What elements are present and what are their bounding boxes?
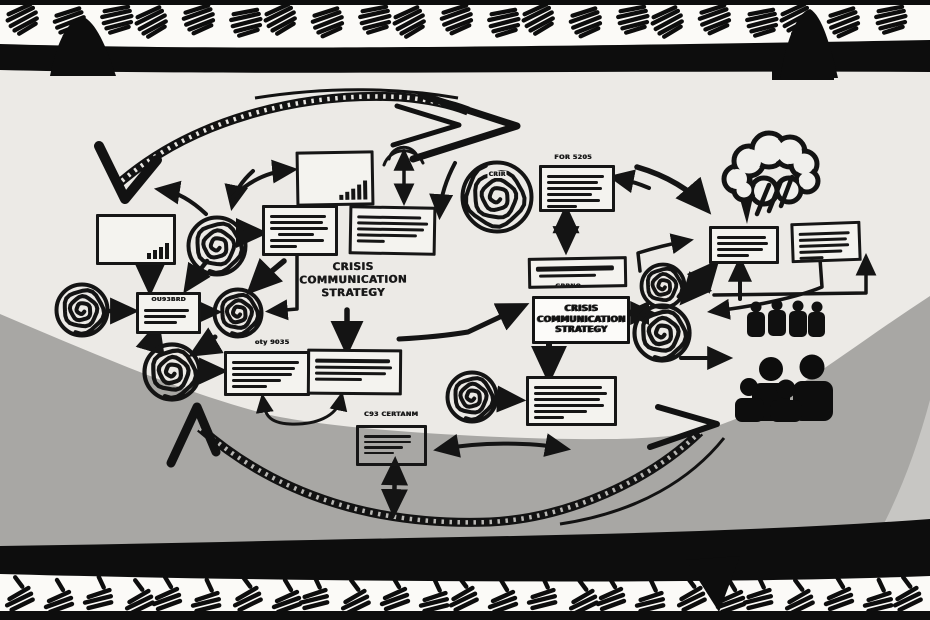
- scribble-text: [144, 306, 193, 327]
- spiral-icon: [186, 215, 248, 277]
- notes-box-2: [348, 205, 437, 256]
- signal-arcs-icon: [382, 145, 425, 167]
- report-box: [539, 165, 615, 212]
- notes-box-5: [790, 220, 862, 264]
- border-notch: [686, 556, 740, 612]
- spiral-icon: [142, 342, 202, 402]
- border-notch: [780, 9, 838, 78]
- bottom-edge-strip: [0, 611, 930, 620]
- audience-group-large-icon: [735, 354, 833, 422]
- notes-box-6: [526, 376, 617, 426]
- gray-notes-box: [356, 425, 427, 466]
- mini-bar-chart: [339, 180, 368, 200]
- spiral-icon: [445, 370, 499, 424]
- outbound-box: OU93BRD: [136, 292, 201, 334]
- spiral-icon: [212, 287, 264, 339]
- scribble-text: [270, 212, 330, 251]
- storm-cloud-icon: [721, 130, 821, 224]
- scribble-text: [356, 212, 429, 246]
- top-edge-strip: [0, 0, 930, 5]
- spiral-icon: [460, 160, 534, 234]
- scribble-text: [535, 262, 619, 280]
- scribble-text: [314, 356, 394, 385]
- top-sweep-arrow: [94, 88, 521, 204]
- spiral-icon: [639, 262, 687, 310]
- report-box-caption: FOR 5205: [554, 153, 592, 161]
- border-notch: [50, 16, 116, 76]
- spiral-doodles: [54, 160, 692, 424]
- spiral-icon: [54, 282, 110, 338]
- gray-notes-caption: C93 CERTANM: [363, 410, 419, 418]
- media-box: [224, 351, 310, 396]
- bottom-sweep-arrow: [166, 402, 726, 527]
- bottom-scribble-row: [4, 574, 923, 616]
- scribble-text: [798, 228, 854, 263]
- banner-caption: GRBNO: [555, 283, 581, 290]
- scribble-text: [364, 432, 419, 457]
- spiral-caption: CRIR: [487, 171, 507, 178]
- rain-strokes-icon: [754, 174, 795, 217]
- notes-box-3: [306, 348, 403, 396]
- notes-box-1: [262, 205, 338, 256]
- gray-swoosh-background: [0, 296, 930, 546]
- connector-arrows: [107, 148, 877, 519]
- cloud-alert-arrow-icon: [740, 197, 753, 224]
- scribble-text: [717, 233, 771, 260]
- scribble-text: [232, 358, 302, 391]
- notes-box-4: [709, 226, 779, 264]
- top-border-bar: [0, 40, 930, 73]
- outbound-box-caption: OU93BRD: [151, 296, 186, 303]
- chart-box-1: [96, 214, 176, 265]
- mini-bar-chart: [147, 243, 169, 259]
- top-scribble-row: [5, 2, 908, 39]
- scribble-text: [547, 172, 607, 211]
- corner-wedge: [872, 400, 930, 546]
- scribble-text: [534, 383, 609, 422]
- chart-box-2: [295, 150, 375, 207]
- media-box-caption: oty 9035: [254, 338, 290, 346]
- audience-group-small-icon: [747, 299, 825, 337]
- spiral-icon: [632, 303, 692, 363]
